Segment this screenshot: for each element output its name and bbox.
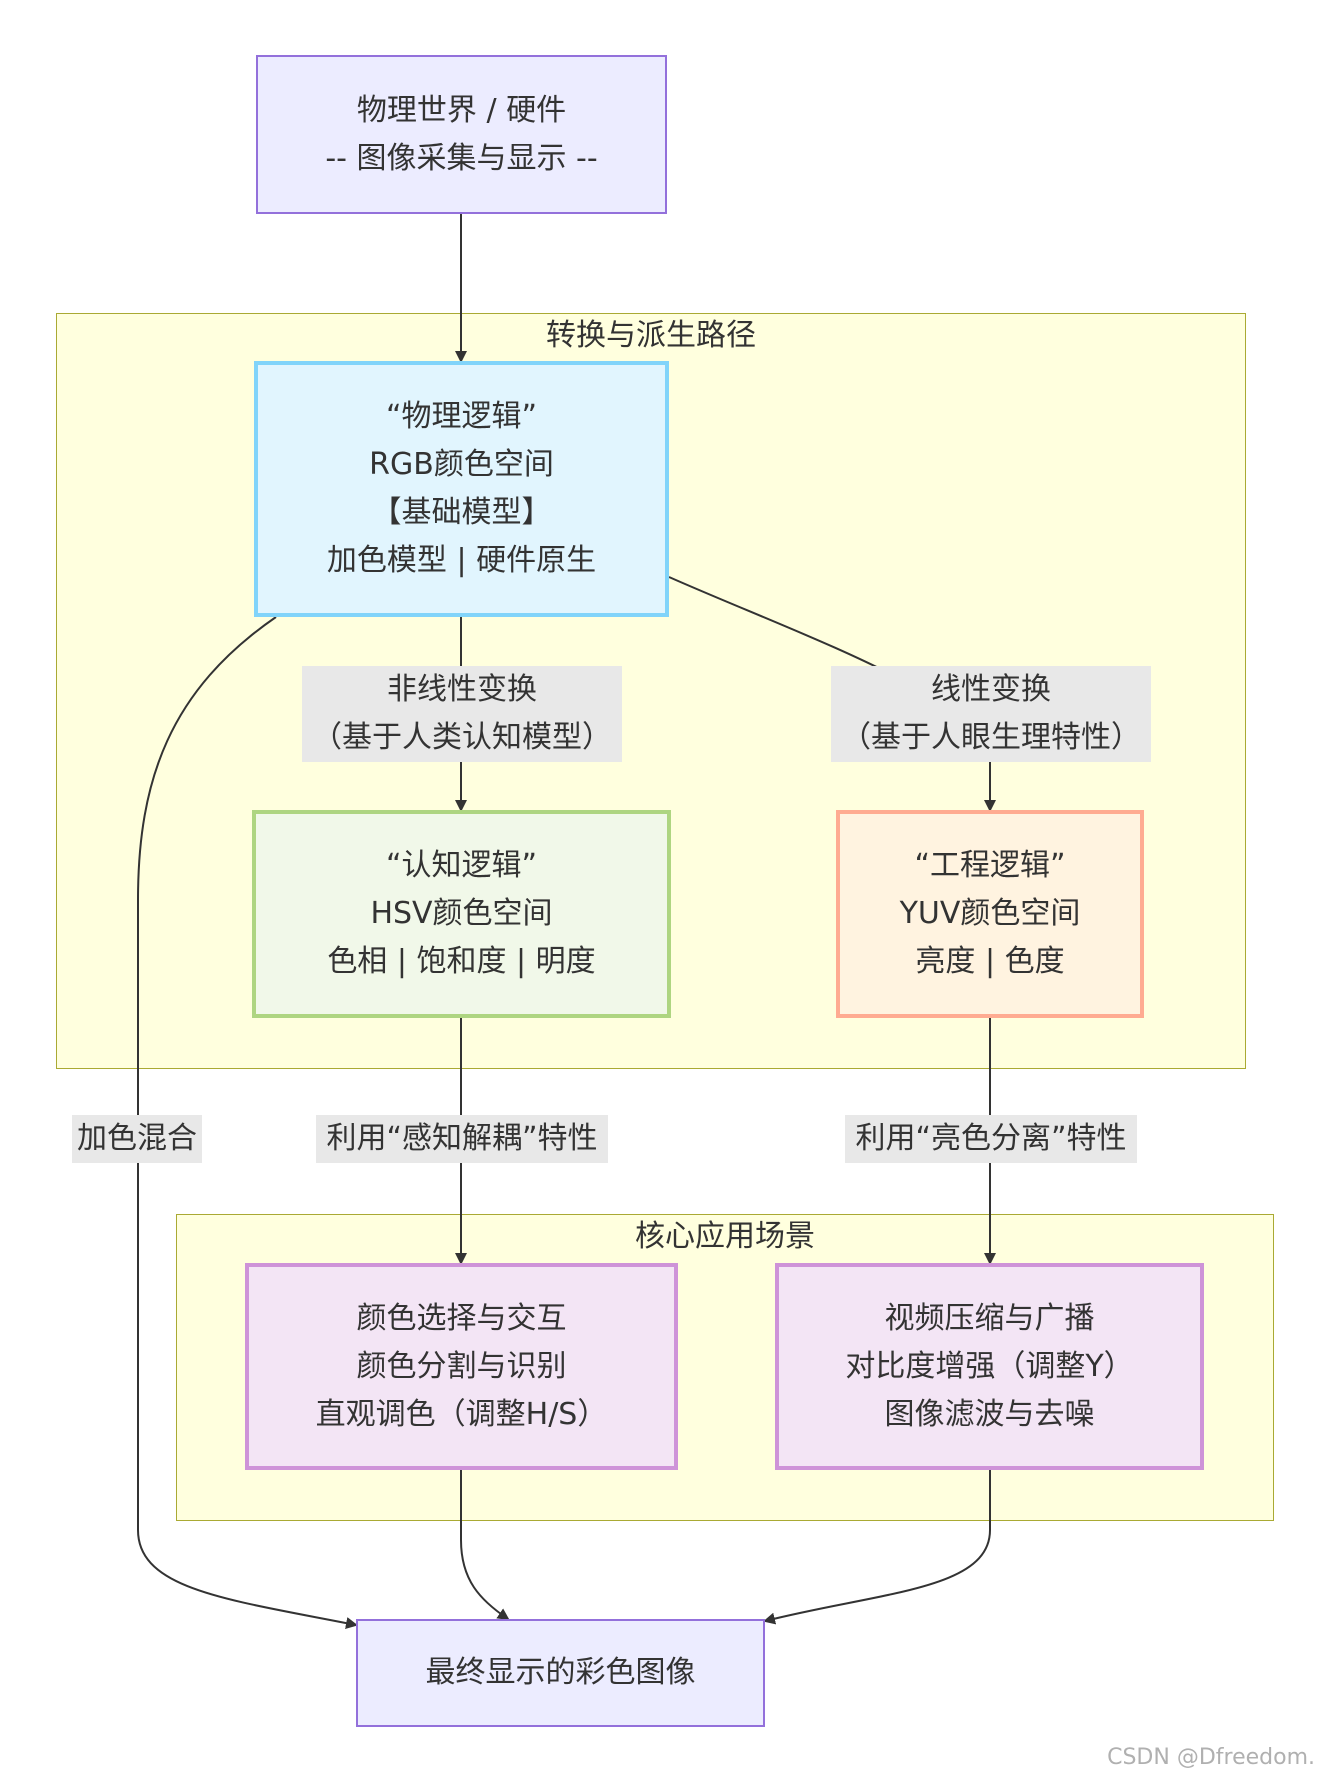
cluster-title: 核心应用场景: [635, 1219, 815, 1254]
node-hsv-color-space: “认知逻辑” HSV颜色空间 色相 | 饱和度 | 明度: [252, 810, 671, 1018]
edge-label-nonlinear: 非线性变换 （基于人类认知模型）: [302, 666, 622, 762]
cluster-title: 转换与派生路径: [546, 318, 756, 353]
edge-label-luma-chroma-separation: 利用“亮色分离”特性: [845, 1115, 1137, 1163]
edge-label-additive-mix: 加色混合: [72, 1115, 202, 1163]
node-yuv-applications: 视频压缩与广播 对比度增强（调整Y） 图像滤波与去噪: [775, 1263, 1204, 1470]
node-rgb-color-space: “物理逻辑” RGB颜色空间 【基础模型】 加色模型 | 硬件原生: [254, 361, 669, 617]
node-yuv-color-space: “工程逻辑” YUV颜色空间 亮度 | 色度: [836, 810, 1144, 1018]
watermark: CSDN @Dfreedom.: [1107, 1745, 1315, 1770]
edge-rgb-to-final: [137, 616, 358, 1629]
node-hsv-applications: 颜色选择与交互 颜色分割与识别 直观调色（调整H/S）: [245, 1263, 678, 1470]
node-physical-hardware: 物理世界 / 硬件 -- 图像采集与显示 --: [256, 55, 667, 214]
edge-label-linear: 线性变换 （基于人眼生理特性）: [831, 666, 1151, 762]
node-final-color-image: 最终显示的彩色图像: [356, 1619, 765, 1727]
edge-label-perception-decoupling: 利用“感知解耦”特性: [316, 1115, 608, 1163]
edge-app-hsv-to-final: [460, 1470, 510, 1621]
edge-app-yuv-to-final: [763, 1470, 991, 1625]
